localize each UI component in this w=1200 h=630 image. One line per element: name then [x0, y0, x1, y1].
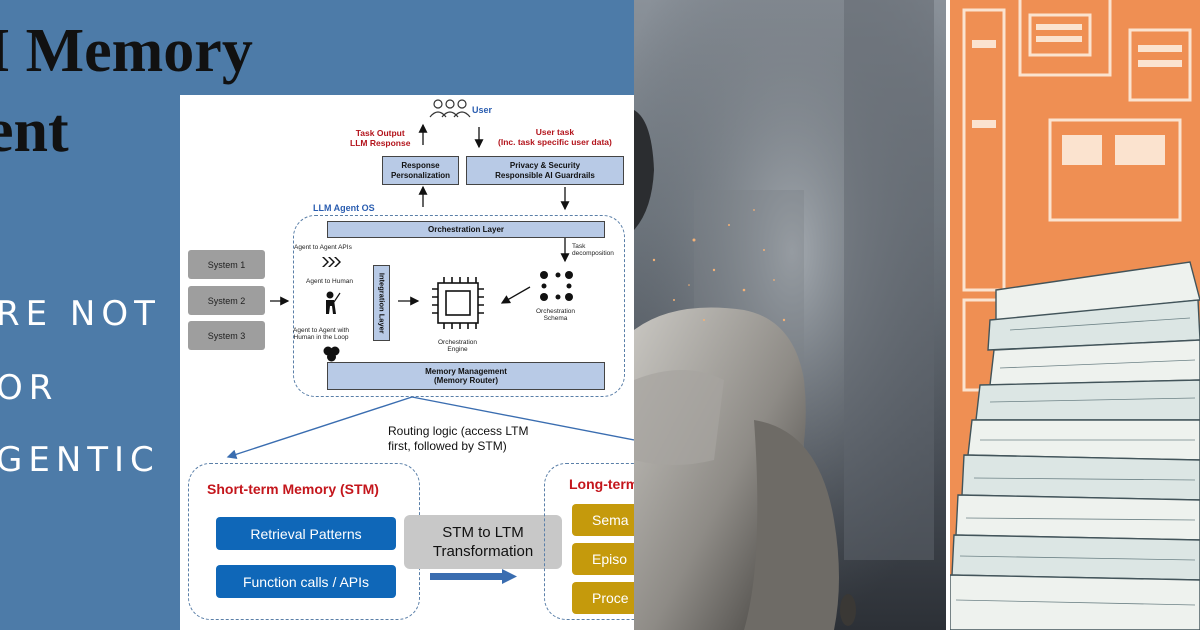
chevrons-icon: [322, 257, 341, 267]
ltm-item-semantic: Sema: [572, 504, 634, 536]
agent-to-human-label: Agent to Human: [306, 278, 353, 285]
slide-subtitle-line-1: RE NOT: [0, 294, 161, 334]
robot-photo-panel: [634, 0, 950, 630]
slide-subtitle-line-2: OR: [0, 368, 59, 408]
chip-icon: [432, 277, 484, 329]
orchestration-engine-label: Orchestration Engine: [438, 339, 478, 353]
integration-layer-box: Integration Layer: [373, 265, 390, 341]
paper-stack-illustration: [950, 0, 1200, 630]
slide-panel: I Memory ent RE NOT OR GENTIC: [0, 0, 634, 630]
privacy-security-box: Privacy & Security Responsible AI Guardr…: [466, 156, 624, 185]
agent-os-boundary: [293, 215, 625, 397]
memory-management-box: Memory Management (Memory Router): [327, 362, 605, 390]
slide-title-line-2: ent: [0, 97, 69, 165]
response-personalization-box: Response Personalization: [382, 156, 459, 185]
stm-to-ltm-box: STM to LTM Transformation: [404, 515, 562, 569]
stm-heading: Short-term Memory (STM): [207, 481, 379, 497]
stm-item-function-calls: Function calls / APIs: [216, 565, 396, 598]
human-icon: [326, 291, 341, 314]
system-3-box: System 3: [188, 321, 265, 350]
orchestration-layer-box: Orchestration Layer: [327, 221, 605, 238]
human-loop-icon: [323, 346, 340, 362]
user-task-label: User task (Inc. task specific user data): [498, 127, 612, 147]
panel-divider: [946, 0, 950, 630]
slide-subtitle-line-3: GENTIC: [0, 440, 160, 480]
agent-to-agent-human-label: Agent to Agent with Human in the Loop: [293, 327, 350, 341]
schema-icon: [540, 271, 573, 301]
user-label: User: [472, 105, 493, 115]
system-1-box: System 1: [188, 250, 265, 279]
ltm-heading: Long-term: [569, 476, 634, 492]
agent-os-label: LLM Agent OS: [313, 203, 375, 213]
stm-item-retrieval-patterns: Retrieval Patterns: [216, 517, 396, 550]
integration-layer-label: Integration Layer: [377, 272, 387, 334]
paper-stack-illustration-panel: [950, 0, 1200, 630]
slide-title-line-1: I Memory: [0, 17, 253, 85]
system-2-box: System 2: [188, 286, 265, 315]
task-output-label: Task Output LLM Response: [350, 128, 411, 148]
robot-illustration: [634, 0, 950, 630]
agent-to-agent-apis-label: Agent to Agent APIs: [294, 244, 352, 251]
ltm-boundary: [544, 463, 634, 620]
ltm-item-episodic: Episo: [572, 543, 634, 575]
paper-stack: [950, 261, 1200, 630]
diagram-connectors: [226, 99, 634, 584]
routing-logic-label: Routing logic (access LTM first, followe…: [388, 424, 529, 453]
ltm-item-procedural: Proce: [572, 582, 634, 614]
agent-memory-diagram: User Task Output LLM Response User task …: [180, 95, 634, 630]
orchestration-schema-label: Orchestration Schema: [536, 308, 576, 322]
users-icon: [429, 99, 471, 118]
task-decomposition-label: Task decomposition: [572, 243, 614, 257]
